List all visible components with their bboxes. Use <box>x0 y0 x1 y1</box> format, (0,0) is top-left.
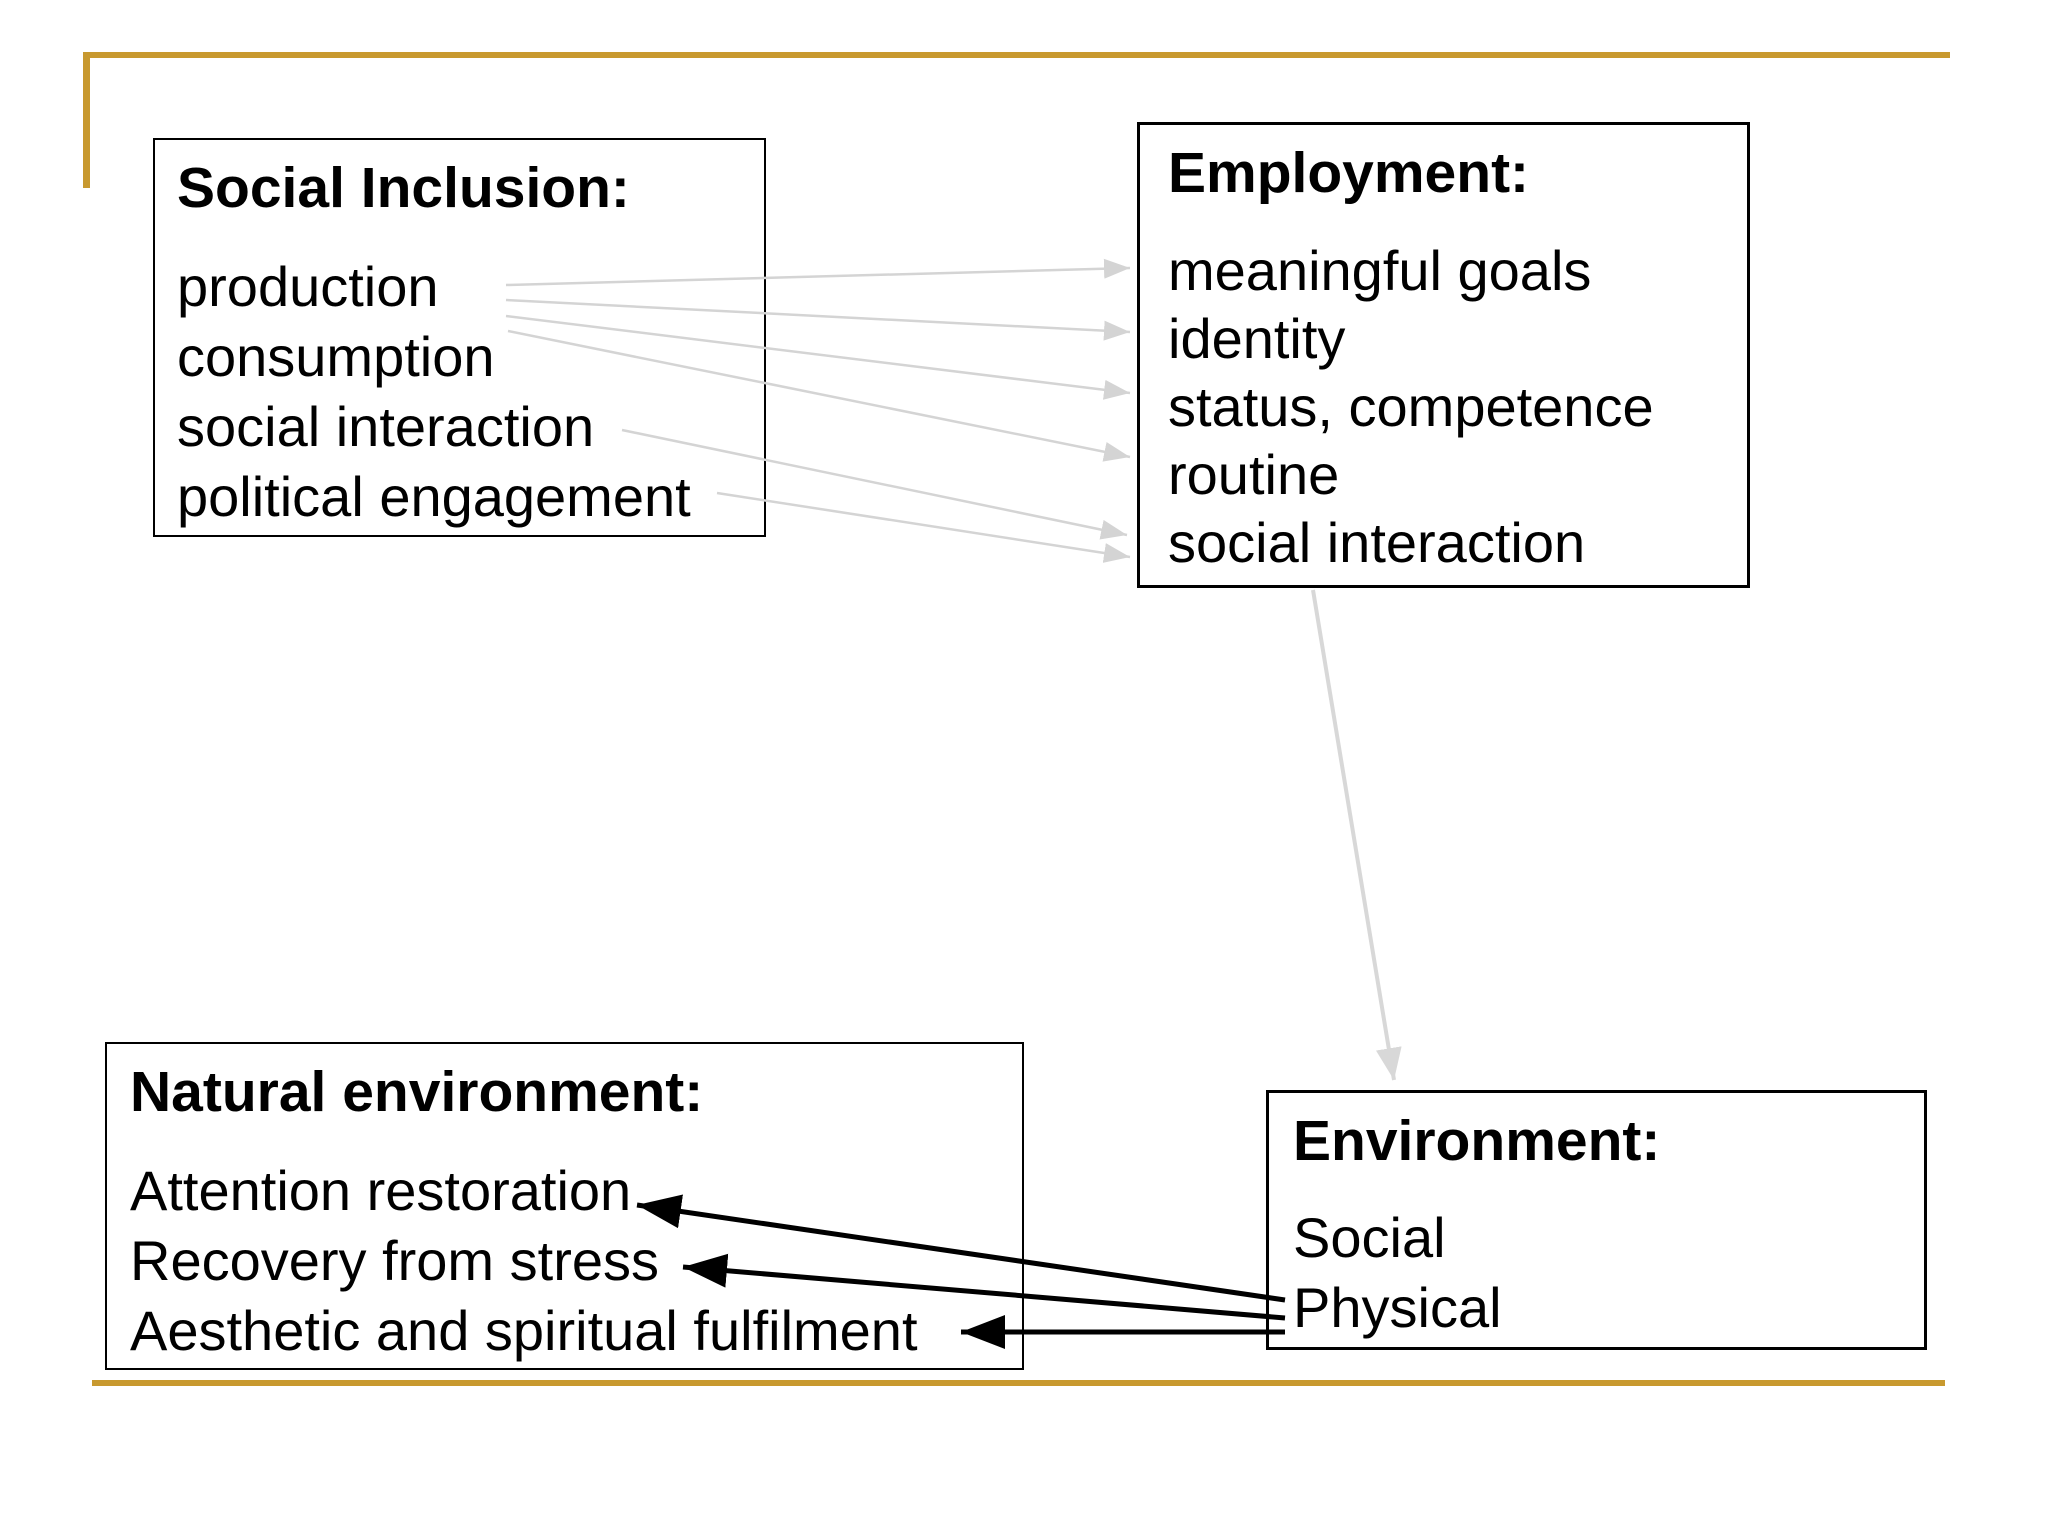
list-item: meaningful goals <box>1168 239 1592 302</box>
list-item: routine <box>1168 443 1340 506</box>
list-item: Physical <box>1293 1276 1502 1339</box>
natural-environment-title: Natural environment: <box>130 1060 704 1124</box>
list-item: social interaction <box>177 395 595 458</box>
list-item: consumption <box>177 325 495 388</box>
social-inclusion-title: Social Inclusion: <box>177 156 630 220</box>
list-item: political engagement <box>177 465 691 528</box>
arrow-employment-to-environment <box>1311 589 1402 1081</box>
list-item: production <box>177 255 439 318</box>
list-item: identity <box>1168 307 1346 370</box>
list-item: Attention restoration <box>130 1159 632 1222</box>
list-item: Recovery from stress <box>130 1229 659 1292</box>
social-inclusion-box: Social Inclusion: production consumption s… <box>153 138 766 537</box>
social-inclusion-items: production consumption social interaction p… <box>177 252 691 532</box>
list-item: status, competence <box>1168 375 1654 438</box>
list-item: Aesthetic and spiritual fulfilment <box>130 1299 918 1362</box>
gold-bottom-rule <box>92 1380 1945 1386</box>
arrow-political-engagement-to-social-interaction <box>716 491 1131 563</box>
environment-title: Environment: <box>1293 1109 1661 1173</box>
natural-environment-box: Natural environment: Attention restorati… <box>105 1042 1024 1370</box>
employment-title: Employment: <box>1168 141 1530 205</box>
list-item: Social <box>1293 1206 1446 1269</box>
gold-corner-rule <box>83 52 90 188</box>
gold-top-rule <box>85 52 1950 58</box>
list-item: social interaction <box>1168 511 1586 574</box>
